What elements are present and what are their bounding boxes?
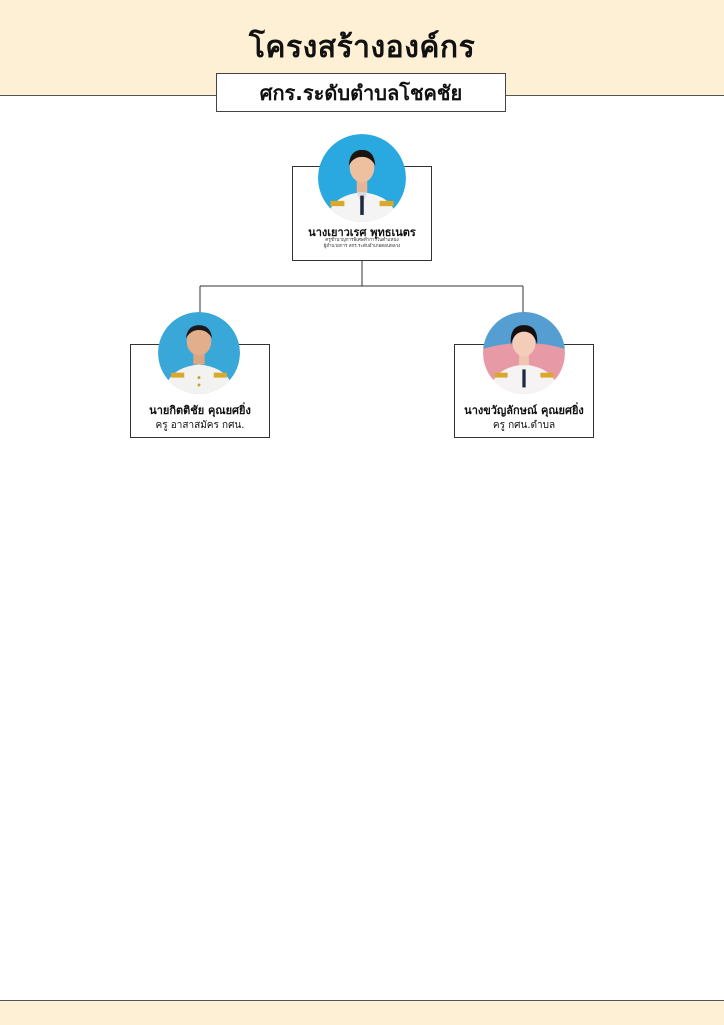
head-name: นางเยาวเรศ พุทธเนตร [308,226,416,239]
left-photo [158,312,240,394]
portrait-icon [483,312,565,394]
head-photo [318,134,406,222]
right-name: นางขวัญลักษณ์ คุณยศยิ่ง [464,404,584,417]
portrait-icon [158,312,240,394]
right-role: ครู กศน.ตำบล [492,420,556,431]
portrait-icon [318,134,406,222]
page-title: โครงสร้างองค์กร [248,30,476,65]
subtitle-box: ศกร.ระดับตำบลโชคชัย [216,73,506,112]
footer-band [0,1000,724,1025]
head-role-line1: ครูชำนาญการพิเศษทำการในตำแหน่ง [325,238,399,243]
left-role: ครู อาสาสมัคร กศน. [155,420,245,431]
left-name: นายกิตติชัย คุณยศยิ่ง [149,404,251,417]
head-role-line2: ผู้อำนวยการ สกร.ระดับอำเภอดอนหลวง [323,244,401,249]
subtitle-text: ศกร.ระดับตำบลโชคชัย [259,80,463,105]
right-photo [483,312,565,394]
